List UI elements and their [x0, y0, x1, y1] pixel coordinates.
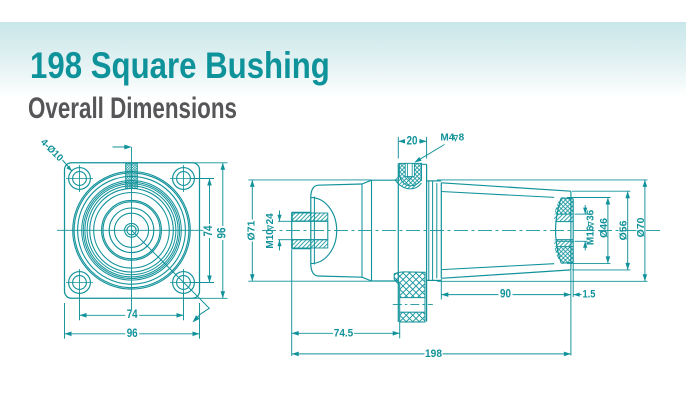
- svg-text:24: 24: [265, 213, 276, 225]
- svg-text:36: 36: [585, 209, 596, 221]
- svg-text:4-Ø10: 4-Ø10: [38, 137, 65, 164]
- svg-text:74.5: 74.5: [334, 327, 354, 339]
- svg-text:Ø46: Ø46: [598, 218, 610, 238]
- svg-text:96: 96: [216, 228, 228, 239]
- svg-text:M16: M16: [585, 225, 596, 245]
- svg-text:M4: M4: [440, 133, 454, 144]
- svg-text:Ø56: Ø56: [618, 220, 630, 240]
- svg-text:74: 74: [203, 225, 215, 237]
- svg-text:M10: M10: [265, 229, 276, 249]
- svg-text:Ø71: Ø71: [246, 220, 258, 240]
- svg-text:90: 90: [500, 289, 511, 301]
- svg-text:74: 74: [127, 309, 139, 321]
- svg-text:198: 198: [425, 348, 442, 360]
- svg-text:Ø70: Ø70: [635, 217, 647, 237]
- svg-text:8: 8: [459, 133, 465, 144]
- svg-text:1.5: 1.5: [583, 289, 596, 301]
- svg-text:96: 96: [127, 328, 138, 340]
- svg-text:20: 20: [407, 135, 418, 147]
